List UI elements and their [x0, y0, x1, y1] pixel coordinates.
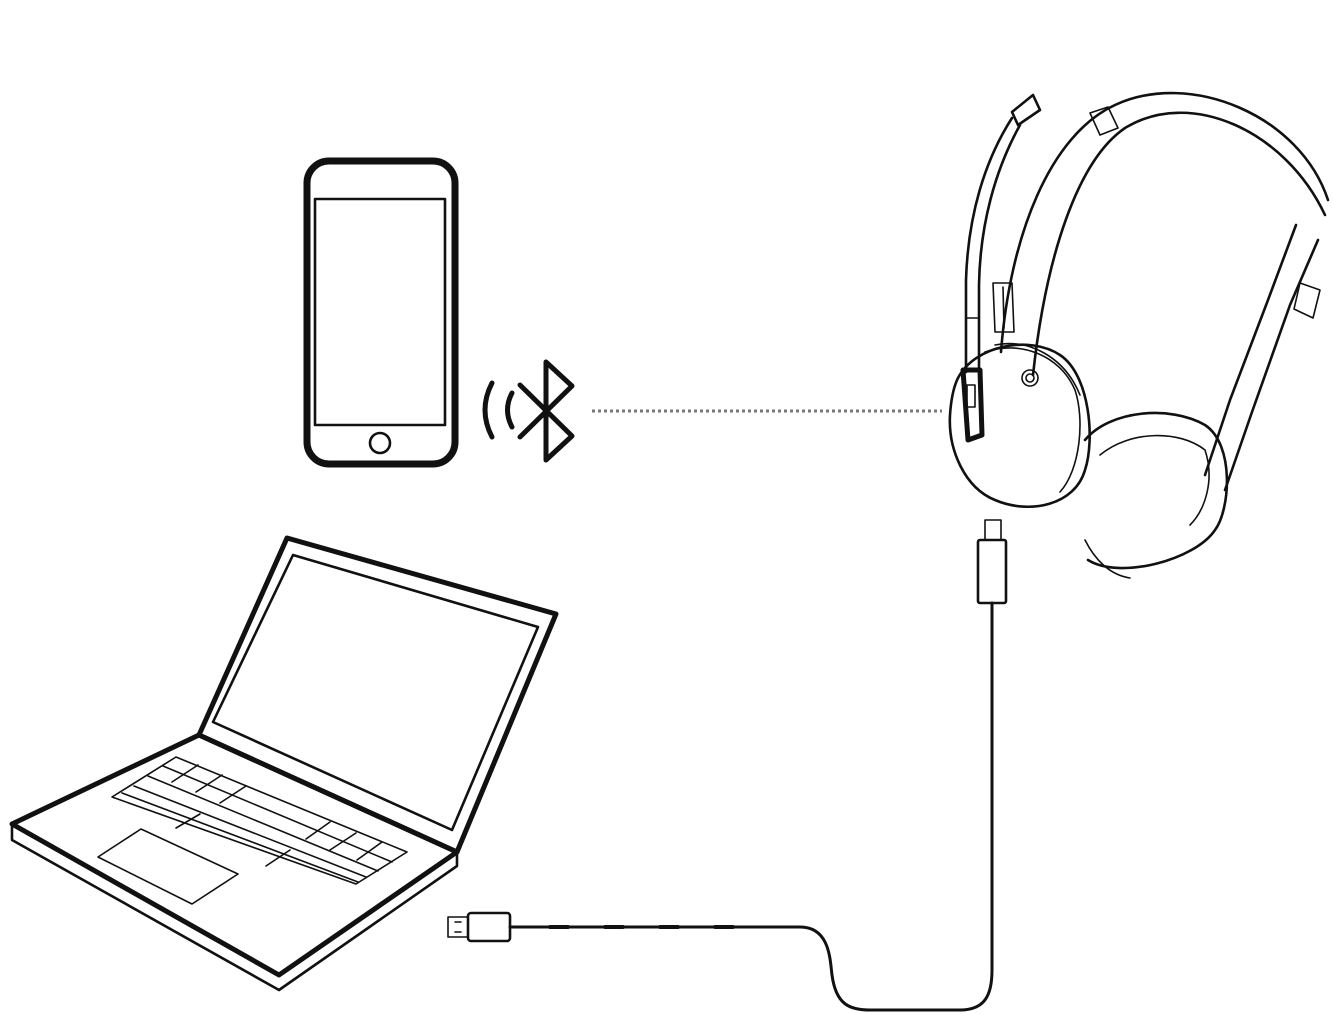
bluetooth-icon: [485, 362, 572, 460]
usb-a-plug-icon: [448, 913, 510, 941]
laptop-icon: [12, 538, 556, 990]
usb-c-plug-icon: [978, 520, 1006, 603]
headset-icon: [950, 93, 1328, 578]
usb-cable-line: [510, 603, 992, 1010]
smartphone-icon: [307, 161, 455, 464]
